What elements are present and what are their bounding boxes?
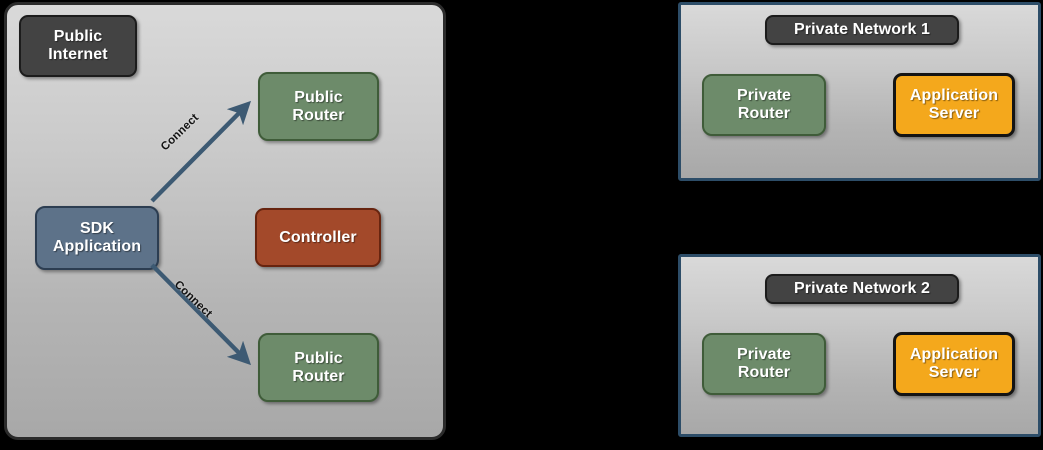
public-internet-label-line1: Public [53,28,103,46]
public-router-top-line1: Public [294,88,343,106]
public-internet-label-line2: Internet [48,46,108,63]
application-server-1-line2: Server [928,105,980,122]
sdk-application-node[interactable]: SDK Application [35,206,159,270]
private-network-2-title: Private Network 2 [765,274,959,304]
public-router-top-line2: Router [292,106,345,124]
private-network-2-title-text: Private Network 2 [794,280,930,298]
private-network-1-title: Private Network 1 [765,15,959,45]
application-server-1-line1: Application [909,87,999,105]
public-router-bottom-line2: Router [292,367,345,385]
controller-node[interactable]: Controller [255,208,381,267]
public-router-bottom-node[interactable]: Public Router [258,333,379,402]
public-internet-label: Public Internet [19,15,137,77]
sdk-application-line2: Application [52,238,142,255]
public-internet-panel: Public Internet Public Router Controller… [4,2,446,440]
application-server-2-line2: Server [928,364,980,381]
private-router-2-line1: Private [736,346,792,364]
private-network-1-panel: Private Network 1 Private Router Applica… [678,2,1041,181]
sdk-application-line1: SDK [79,220,115,238]
public-router-top-node[interactable]: Public Router [258,72,379,141]
private-router-2-line2: Router [737,364,791,381]
application-server-2-line1: Application [909,346,999,364]
private-router-1-node[interactable]: Private Router [702,74,826,136]
controller-label: Controller [279,228,357,246]
public-router-bottom-line1: Public [294,349,343,367]
application-server-2-node[interactable]: Application Server [893,332,1015,396]
private-router-1-line2: Router [737,105,791,122]
private-router-2-node[interactable]: Private Router [702,333,826,395]
private-network-2-panel: Private Network 2 Private Router Applica… [678,254,1041,437]
application-server-1-node[interactable]: Application Server [893,73,1015,137]
private-router-1-line1: Private [736,87,792,105]
private-network-1-title-text: Private Network 1 [794,21,930,39]
